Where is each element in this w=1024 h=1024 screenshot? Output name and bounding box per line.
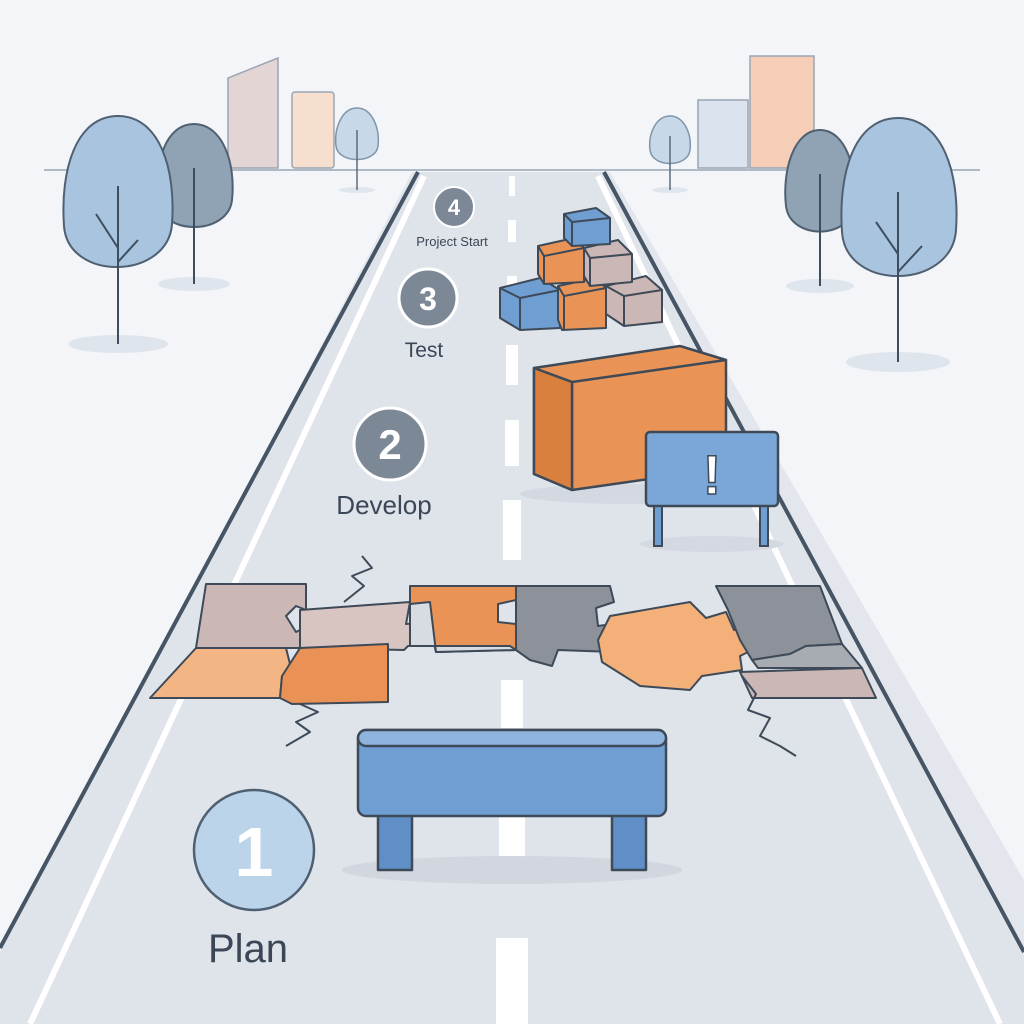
stage-4-label: Project Start bbox=[416, 234, 488, 249]
building-icon bbox=[697, 99, 749, 169]
stage-1-circle bbox=[192, 788, 316, 912]
stage-3-marker: 3 Test bbox=[397, 267, 459, 362]
tree-icon bbox=[784, 128, 856, 293]
tree-icon bbox=[334, 107, 380, 193]
building-icon bbox=[291, 91, 335, 169]
road-edge-right bbox=[602, 171, 1024, 953]
stage-4-number: 4 bbox=[448, 195, 461, 220]
stage-2-label: Develop bbox=[336, 490, 431, 520]
tree-icon bbox=[156, 122, 234, 291]
puzzle-piece-icon bbox=[751, 643, 863, 669]
building-icon bbox=[227, 56, 279, 169]
tree-icon bbox=[840, 116, 958, 372]
crate-icon bbox=[605, 275, 663, 327]
barrier-icon bbox=[342, 728, 682, 884]
puzzle-piece-icon bbox=[279, 643, 389, 705]
warning-sign-icon: ! bbox=[640, 430, 784, 552]
stage-3-number: 3 bbox=[419, 281, 437, 317]
stage-1-marker: 1 Plan bbox=[192, 788, 316, 971]
stage-2-marker: 2 Develop bbox=[336, 406, 432, 520]
stage-3-label: Test bbox=[405, 339, 444, 362]
stage-2-circle bbox=[352, 406, 428, 482]
puzzle-piece-icon bbox=[597, 601, 761, 691]
stage-3-circle bbox=[397, 267, 459, 329]
stage-1-number: 1 bbox=[235, 813, 274, 891]
crate-icon bbox=[557, 277, 607, 331]
crate-icon bbox=[499, 277, 561, 331]
warning-symbol: ! bbox=[703, 443, 722, 506]
stage-4-circle bbox=[433, 186, 475, 228]
crate-icon bbox=[563, 207, 611, 247]
crate-icon bbox=[583, 239, 633, 287]
skyline bbox=[227, 55, 815, 169]
stage-4-marker: 4 Project Start bbox=[416, 186, 488, 249]
stage-1-label: Plan bbox=[208, 927, 288, 971]
puzzle-band bbox=[149, 583, 877, 705]
puzzle-piece-icon bbox=[739, 667, 877, 699]
road-edge-left bbox=[0, 171, 420, 949]
tree-icon bbox=[648, 115, 692, 193]
stage-2-number: 2 bbox=[378, 421, 401, 468]
tree-icon bbox=[62, 114, 174, 353]
crate-pile bbox=[499, 207, 663, 331]
road-cracks bbox=[285, 555, 797, 757]
